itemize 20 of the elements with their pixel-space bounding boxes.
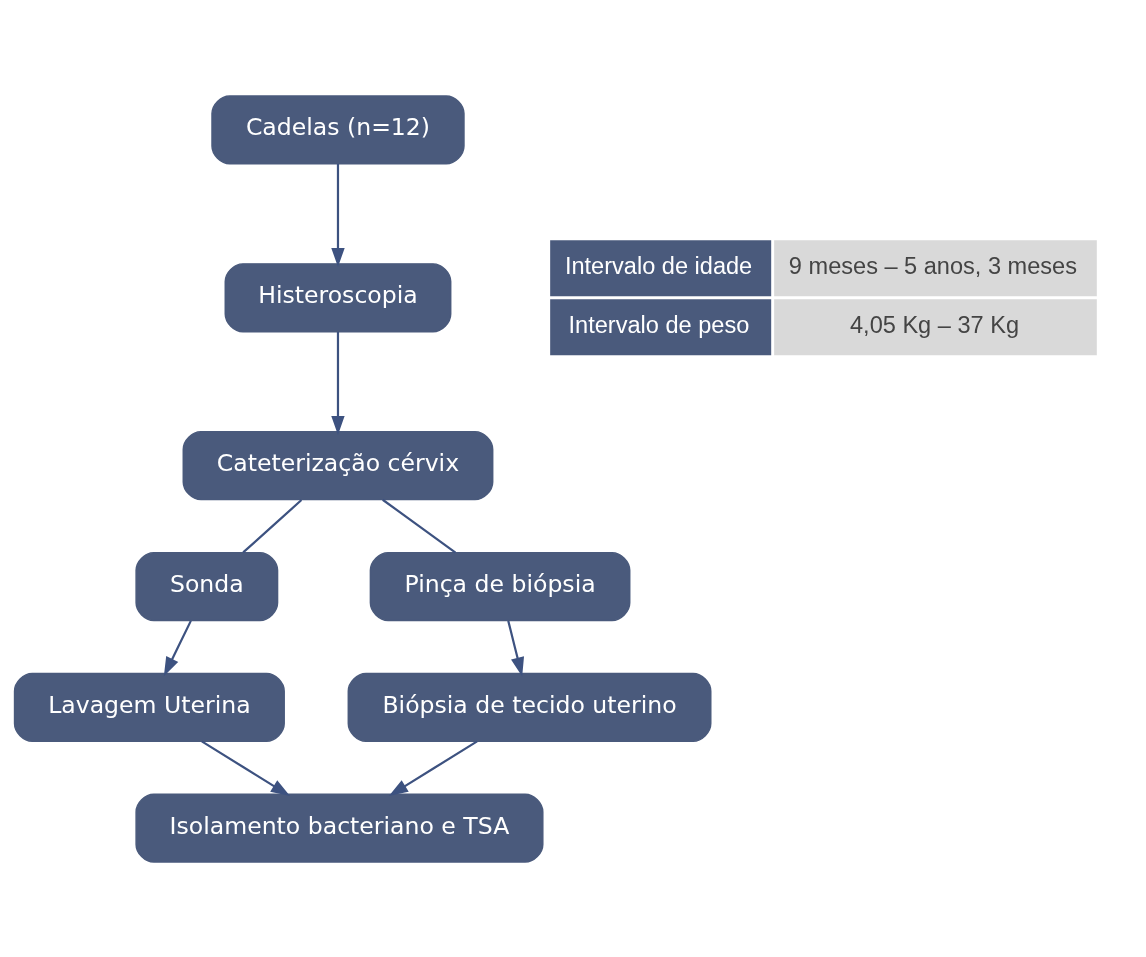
label: 4,05 Kg – 37 Kg	[850, 311, 1020, 338]
connector	[382, 498, 457, 554]
node-box: Cateterização cérvix	[182, 430, 494, 500]
node-box: Histeroscopia	[224, 262, 452, 332]
node-box: Pinça de biópsia	[369, 551, 631, 621]
arrow	[163, 619, 192, 676]
arrow	[201, 739, 290, 796]
label: Intervalo de idade	[564, 252, 753, 279]
label: 9 meses – 5 anos, 3 meses	[788, 252, 1078, 279]
label: Intervalo de peso	[568, 311, 750, 338]
arrow	[388, 739, 478, 796]
node-box: Biópsia de tecido uterino	[347, 672, 712, 742]
arrow	[331, 163, 345, 267]
connector	[242, 498, 303, 553]
node-box: Isolamento bacteriano e TSA	[135, 793, 544, 863]
node-box: Lavagem Uterina	[13, 672, 285, 742]
arrow	[507, 620, 525, 676]
arrow	[331, 331, 345, 435]
node-box: Sonda	[135, 551, 279, 621]
node-box: Cadelas (n=12)	[211, 94, 465, 164]
